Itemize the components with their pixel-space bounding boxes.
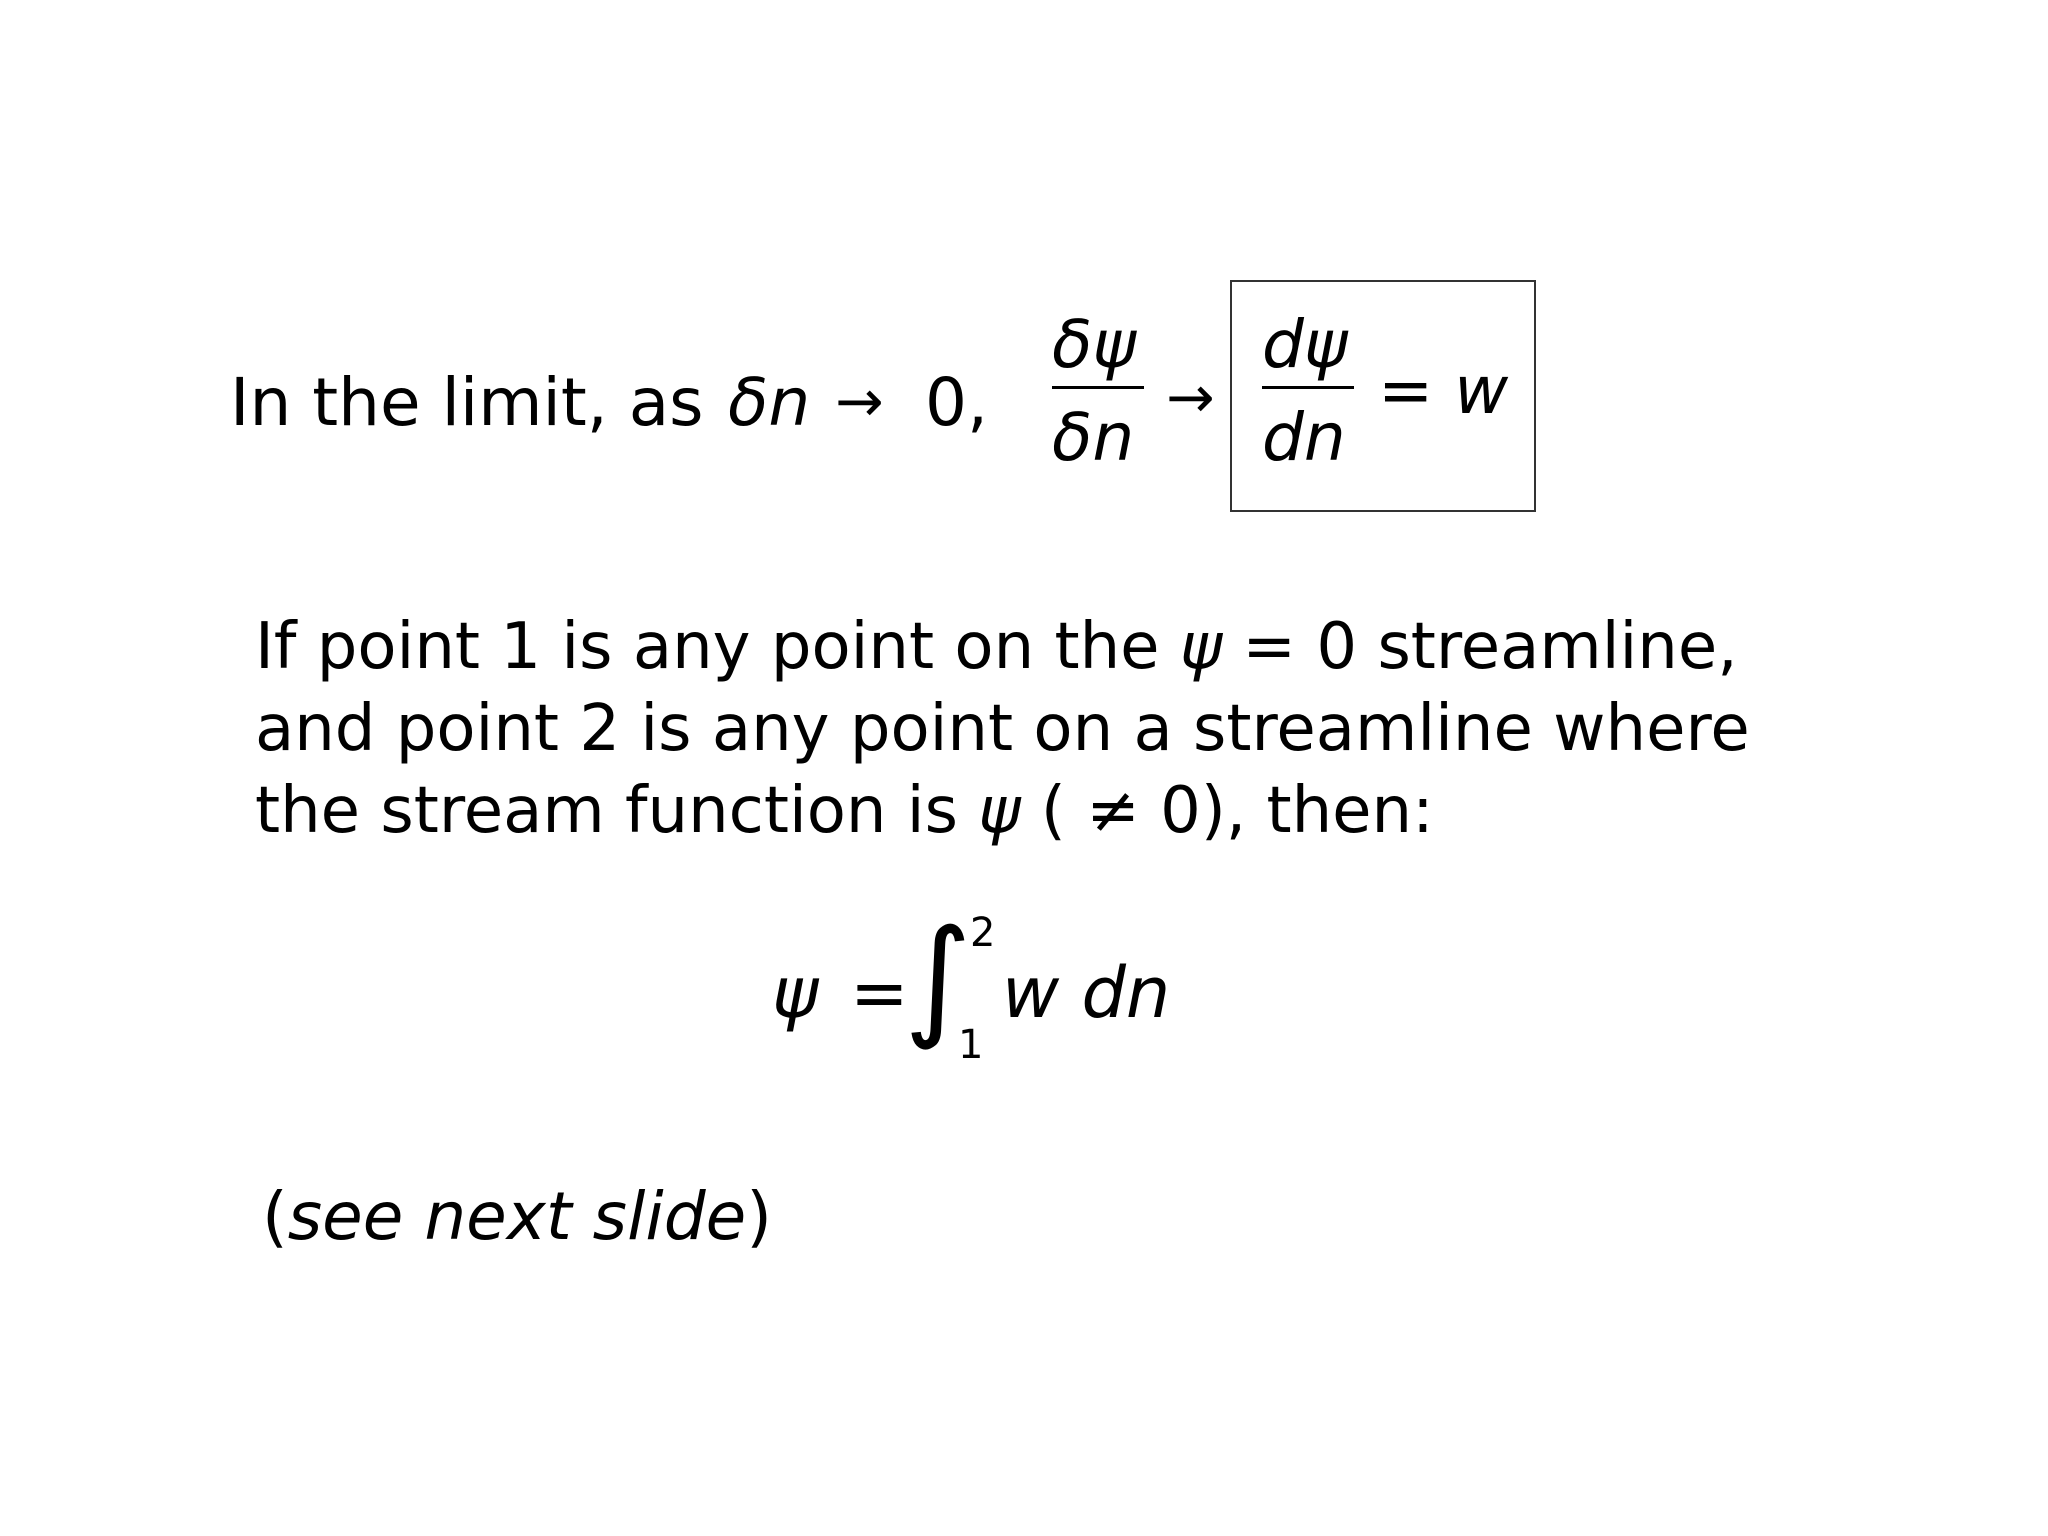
arrow-symbol-2: →: [1166, 363, 1215, 431]
equals-w: = w: [1378, 352, 1509, 429]
paragraph-line-3: the stream function is ψ ( ≠ 0), then:: [255, 770, 1434, 852]
fraction2-numerator: dψ: [1262, 306, 1348, 383]
paragraph-line-3-text-b: ( ≠ 0), then:: [1040, 774, 1434, 848]
note-close-paren: ): [746, 1178, 772, 1255]
psi-symbol: ψ: [1179, 610, 1223, 684]
paragraph-line-3-text-a: the stream function is: [255, 774, 958, 848]
arrow-symbol: →: [835, 367, 884, 435]
integrand: w dn: [1002, 952, 1171, 1034]
limit-lead-text: In the limit, as: [230, 364, 704, 441]
note-open-paren: (: [262, 1178, 288, 1255]
result-box: [1230, 280, 1536, 512]
fraction1-denominator: δn: [1052, 399, 1135, 476]
paragraph-line-1-text-b: = 0 streamline,: [1242, 610, 1738, 684]
delta-n-symbol: δn: [728, 364, 811, 441]
fraction2-bar: [1262, 386, 1354, 389]
integral-sign: ∫: [904, 901, 972, 1053]
see-next-slide-note: (see next slide): [262, 1184, 772, 1250]
integral-psi: ψ: [772, 952, 819, 1034]
integral-equals: =: [850, 952, 909, 1034]
integral-upper-limit: 2: [970, 910, 996, 956]
zero-value: 0,: [925, 364, 988, 441]
paragraph-line-2: and point 2 is any point on a streamline…: [255, 692, 1750, 766]
integral-lower-limit: 1: [958, 1022, 984, 1068]
fraction1-bar: [1052, 386, 1144, 389]
fraction1-numerator: δψ: [1052, 306, 1136, 383]
paragraph-line-1-text-a: If point 1 is any point on the: [255, 610, 1160, 684]
fraction2-denominator: dn: [1262, 399, 1346, 476]
note-text: see next slide: [287, 1178, 747, 1255]
paragraph-line-1: If point 1 is any point on the ψ = 0 str…: [255, 606, 1738, 688]
psi-symbol-2: ψ: [978, 774, 1021, 848]
